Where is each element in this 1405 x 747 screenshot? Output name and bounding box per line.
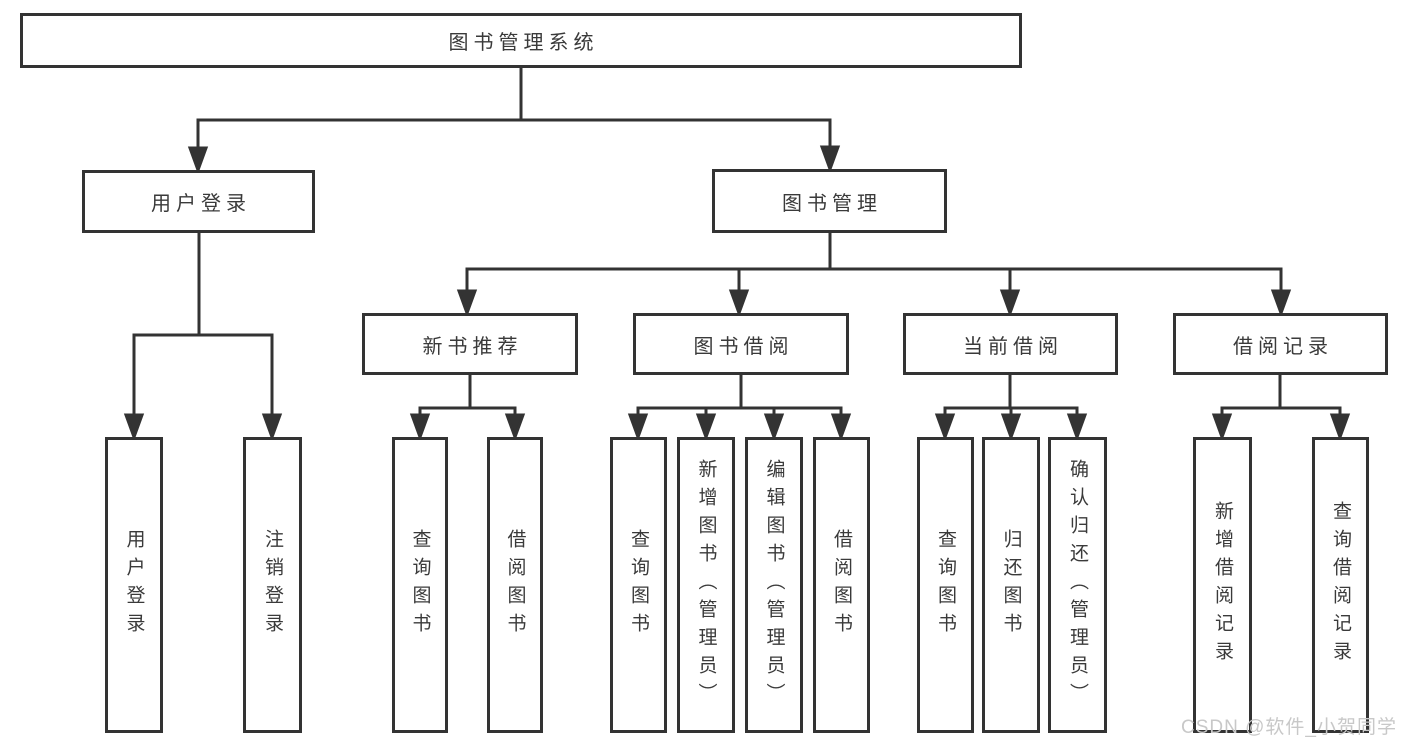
leaf-query-book-3-label: 查询图书 (935, 529, 956, 641)
leaf-borrow-book-1-label: 借阅图书 (504, 529, 526, 641)
leaf-query-borrow-record: 查询借阅记录 (1312, 437, 1369, 733)
node-new-book-recommend: 新书推荐 (362, 313, 578, 375)
leaf-add-borrow-record: 新增借阅记录 (1193, 437, 1252, 733)
leaf-query-book-1: 查询图书 (392, 437, 448, 733)
leaf-borrow-book-2-label: 借阅图书 (831, 529, 852, 641)
leaf-query-book-3: 查询图书 (917, 437, 974, 733)
connector-current-borrow-to-leaves (934, 375, 1088, 442)
node-book-borrow: 图书借阅 (633, 313, 849, 375)
leaf-return-book: 归还图书 (982, 437, 1040, 733)
leaf-return-book-label: 归还图书 (1000, 529, 1022, 641)
node-borrow-record-label: 借阅记录 (1233, 335, 1333, 358)
leaf-user-login-label: 用户登录 (123, 529, 145, 641)
node-current-borrow-label: 当前借阅 (963, 335, 1063, 358)
connector-new-book-to-leaves (409, 375, 526, 442)
leaf-query-book-2: 查询图书 (610, 437, 667, 733)
leaf-query-borrow-record-label: 查询借阅记录 (1330, 501, 1351, 669)
node-book-management-label: 图书管理 (782, 192, 882, 215)
leaf-borrow-book-1: 借阅图书 (487, 437, 543, 733)
leaf-borrow-book-2: 借阅图书 (813, 437, 870, 733)
leaf-logout-label: 注销登录 (262, 529, 283, 641)
node-new-book-recommend-label: 新书推荐 (422, 335, 523, 358)
leaf-logout: 注销登录 (243, 437, 302, 733)
leaf-edit-book-admin: 编辑图书（管理员） (745, 437, 803, 733)
leaf-user-login: 用户登录 (105, 437, 163, 733)
leaf-add-book-admin: 新增图书（管理员） (677, 437, 735, 733)
leaf-query-book-2-label: 查询图书 (628, 529, 649, 641)
csdn-watermark: CSDN @软件_小贺同学 (1181, 717, 1397, 738)
connector-root-to-level2 (187, 68, 841, 175)
connector-book-mgmt-to-groups (456, 233, 1292, 318)
connector-book-borrow-to-leaves (627, 375, 852, 442)
leaf-query-book-1-label: 查询图书 (409, 529, 431, 641)
leaf-add-borrow-record-label: 新增借阅记录 (1212, 501, 1233, 669)
leaf-confirm-return-admin-label: 确认归还（管理员） (1067, 459, 1088, 711)
leaf-add-book-admin-label: 新增图书（管理员） (695, 459, 717, 711)
node-root: 图书管理系统 (20, 13, 1022, 68)
node-borrow-record: 借阅记录 (1173, 313, 1388, 375)
leaf-confirm-return-admin: 确认归还（管理员） (1048, 437, 1107, 733)
node-root-label: 图书管理系统 (448, 32, 599, 54)
node-current-borrow: 当前借阅 (903, 313, 1118, 375)
leaf-edit-book-admin-label: 编辑图书（管理员） (763, 459, 785, 711)
node-book-borrow-label: 图书借阅 (693, 335, 794, 358)
node-user-login: 用户登录 (82, 170, 315, 233)
connector-borrow-record-to-leaves (1211, 375, 1351, 442)
connector-user-login-to-leaves (123, 233, 283, 442)
node-user-login-label: 用户登录 (151, 193, 251, 215)
node-book-management: 图书管理 (712, 169, 947, 233)
